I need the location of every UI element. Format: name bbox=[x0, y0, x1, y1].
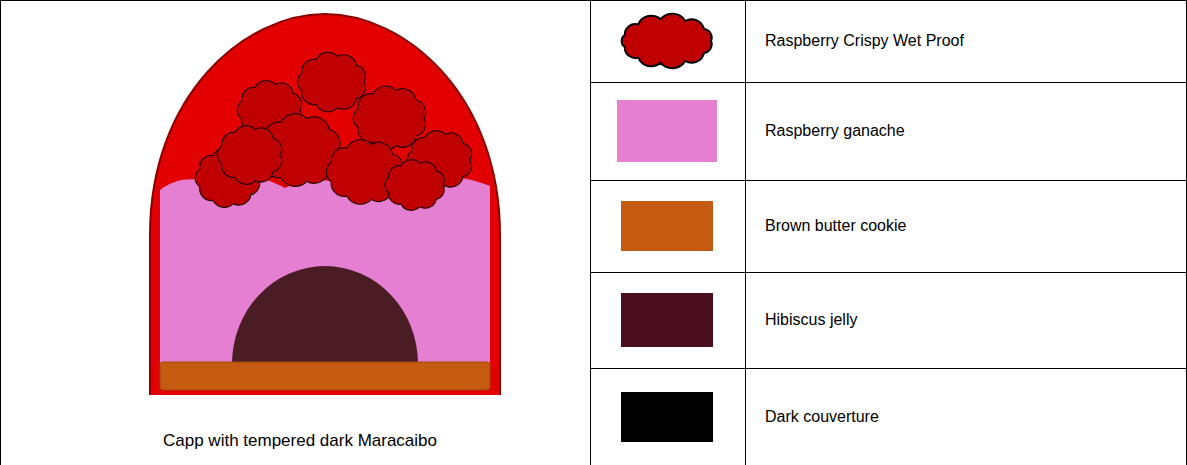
crispy-swatch bbox=[622, 14, 712, 68]
legend-swatch bbox=[617, 100, 717, 162]
legend-label: Raspberry Crispy Wet Proof bbox=[765, 31, 964, 50]
shell-outline bbox=[150, 14, 500, 395]
hibiscus-jelly bbox=[232, 266, 418, 364]
crispy-cluster bbox=[217, 126, 281, 185]
legend-swatch bbox=[621, 201, 713, 251]
legend-swatch bbox=[621, 392, 713, 442]
crispy-cluster bbox=[385, 160, 444, 211]
crispy-swatch-shape bbox=[622, 14, 712, 68]
legend-label: Brown butter cookie bbox=[765, 216, 906, 235]
crispy-cluster bbox=[297, 52, 365, 111]
legend-swatch bbox=[621, 293, 713, 347]
bonbon-illustration bbox=[150, 14, 500, 395]
chocolate-shell bbox=[150, 14, 500, 395]
crispy-clusters bbox=[195, 52, 471, 210]
legend-label: Hibiscus jelly bbox=[765, 310, 857, 329]
ganache-layer bbox=[160, 177, 490, 386]
caption: Capp with tempered dark Maracaibo bbox=[163, 431, 437, 451]
legend-label: Raspberry ganache bbox=[765, 121, 905, 140]
legend-label: Dark couverture bbox=[765, 407, 879, 426]
cookie-base bbox=[160, 362, 490, 390]
